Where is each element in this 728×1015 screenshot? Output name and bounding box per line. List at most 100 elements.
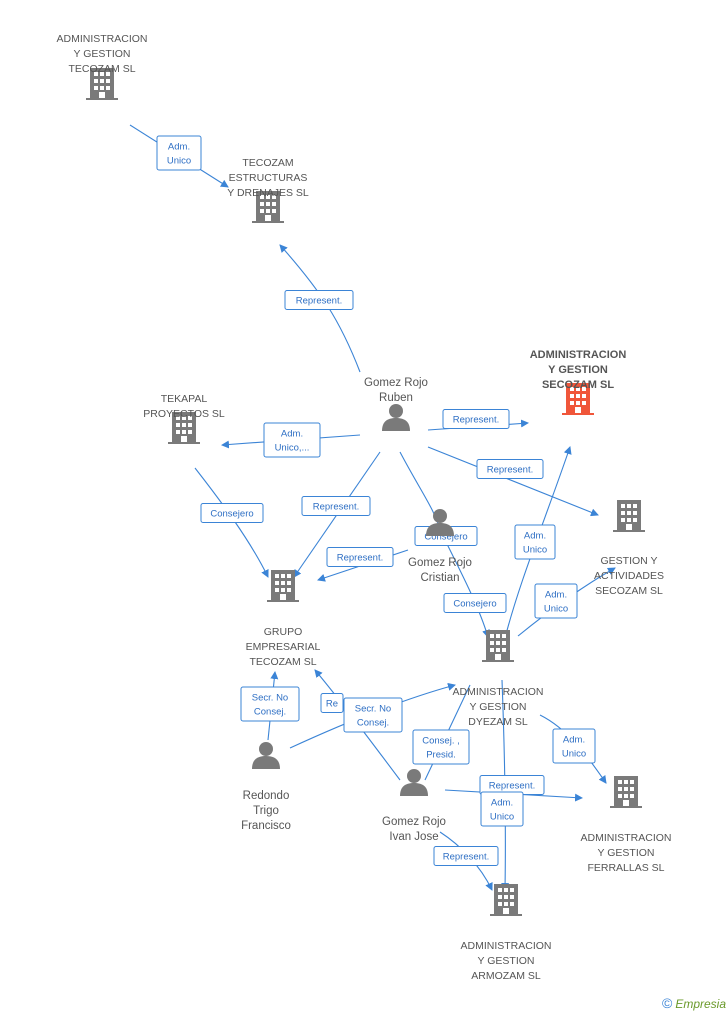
edge-label-box xyxy=(433,846,499,866)
edge-label-box xyxy=(476,459,544,479)
node-label: TECOZAM SL xyxy=(68,63,135,75)
edge-label: Consejero xyxy=(200,503,264,523)
edge-label-text: Re xyxy=(326,699,338,710)
edge-label: Adm. Unico xyxy=(514,524,556,560)
node-label: Y GESTION xyxy=(548,364,608,376)
edge-label-text: Adm. xyxy=(168,142,190,153)
edge-label: Represent. xyxy=(433,846,499,866)
edge-label-text: Unico,... xyxy=(275,443,310,454)
edge-label-text: Adm. xyxy=(545,590,567,601)
edge-label: Adm. Unico xyxy=(480,791,524,827)
edge-label-box xyxy=(343,697,403,733)
person-icon xyxy=(382,404,410,431)
edge-label-text: Adm. xyxy=(281,429,303,440)
edge-label-box xyxy=(443,593,507,613)
company-node[interactable]: GESTION Y ACTIVIDADES SECOZAM SL xyxy=(594,500,664,597)
edge-label-box xyxy=(263,422,321,458)
edge-labels: Adm.UnicoRepresent.Adm.Unico,...Represen… xyxy=(156,135,596,866)
company-node[interactable]: TECOZAM ESTRUCTURAS Y DRENAJES SL xyxy=(227,157,309,223)
edge-line xyxy=(444,539,490,638)
edge-label-text: Unico xyxy=(490,812,514,823)
edge-label-text: Represent. xyxy=(337,553,383,564)
node-label: PROYECTOS SL xyxy=(143,408,225,420)
edge-label-box xyxy=(552,728,596,764)
edge-label-text: Consejero xyxy=(424,532,467,543)
edge-label: Consejero xyxy=(443,593,507,613)
edge-label: Adm.Unico xyxy=(552,728,596,764)
node-label: Y GESTION xyxy=(478,955,535,967)
node-label: Redondo xyxy=(243,790,290,802)
edge-label: Re xyxy=(320,693,344,713)
node-label: Y GESTION xyxy=(470,701,527,713)
edge-label: Represent. xyxy=(479,775,545,795)
edge-label-text: Consej. , xyxy=(422,736,460,747)
edge-label-text: Consej. xyxy=(357,718,389,729)
node-label: ESTRUCTURAS xyxy=(229,172,308,184)
person-icon xyxy=(252,742,280,769)
edge-label: Represent. xyxy=(284,290,354,310)
edge-label: Represent. xyxy=(442,409,510,429)
edge-label: Represent. xyxy=(476,459,544,479)
node-label: Y GESTION xyxy=(598,847,655,859)
node-label: DYEZAM SL xyxy=(468,716,528,728)
node-label: ARMOZAM SL xyxy=(471,970,541,982)
edge-label-text: Represent. xyxy=(453,415,499,426)
edge-label: Adm.Unico xyxy=(534,583,578,619)
node-label: EMPRESARIAL xyxy=(246,641,321,653)
node-label: TECOZAM xyxy=(242,157,293,169)
node-label: ADMINISTRACION xyxy=(530,349,627,361)
node-label: Y DRENAJES SL xyxy=(227,187,309,199)
node-label: Gomez Rojo xyxy=(382,816,446,828)
edge-label-box xyxy=(326,547,394,567)
edge-label-box xyxy=(442,409,510,429)
node-label: ACTIVIDADES xyxy=(594,570,664,582)
node-label: FERRALLAS SL xyxy=(587,862,664,874)
node-label: Ruben xyxy=(379,392,413,404)
edge-label-text: Presid. xyxy=(426,750,456,761)
edge-label-box xyxy=(200,503,264,523)
edge-label-box xyxy=(480,791,524,827)
edge-label-text: Represent. xyxy=(489,781,535,792)
edge-label-text: Adm. xyxy=(524,531,546,542)
building-icon xyxy=(482,630,514,662)
node-label: Francisco xyxy=(241,820,291,832)
node-label: GRUPO xyxy=(264,626,303,638)
edge-label-box xyxy=(301,496,371,516)
building-icon xyxy=(610,776,642,808)
edge-label-text: Represent. xyxy=(296,296,342,307)
edge-label-text: Adm. xyxy=(491,798,513,809)
edge-label-text: Consej. xyxy=(254,707,286,718)
edge-label-text: Unico xyxy=(562,749,586,760)
building-icon xyxy=(613,500,645,532)
edge-label-text: Unico xyxy=(523,545,547,556)
node-label: SECOZAM SL xyxy=(595,585,663,597)
edge-label-text: Secr. No xyxy=(355,704,391,715)
node-label: TEKAPAL xyxy=(161,393,208,405)
node-label: Gomez Rojo xyxy=(408,557,472,569)
edge-label-box xyxy=(412,729,470,765)
edge-label-box xyxy=(284,290,354,310)
node-label: ADMINISTRACION xyxy=(56,33,147,45)
edge-label-text: Consejero xyxy=(453,599,496,610)
building-icon xyxy=(267,570,299,602)
edge-label: Represent. xyxy=(301,496,371,516)
person-icon xyxy=(426,509,454,536)
edge-label: Represent. xyxy=(326,547,394,567)
edge-label-box xyxy=(534,583,578,619)
company-node[interactable]: TEKAPAL PROYECTOS SL xyxy=(143,393,225,444)
node-label: GESTION Y xyxy=(601,555,658,567)
edge-label-text: Represent. xyxy=(313,502,359,513)
